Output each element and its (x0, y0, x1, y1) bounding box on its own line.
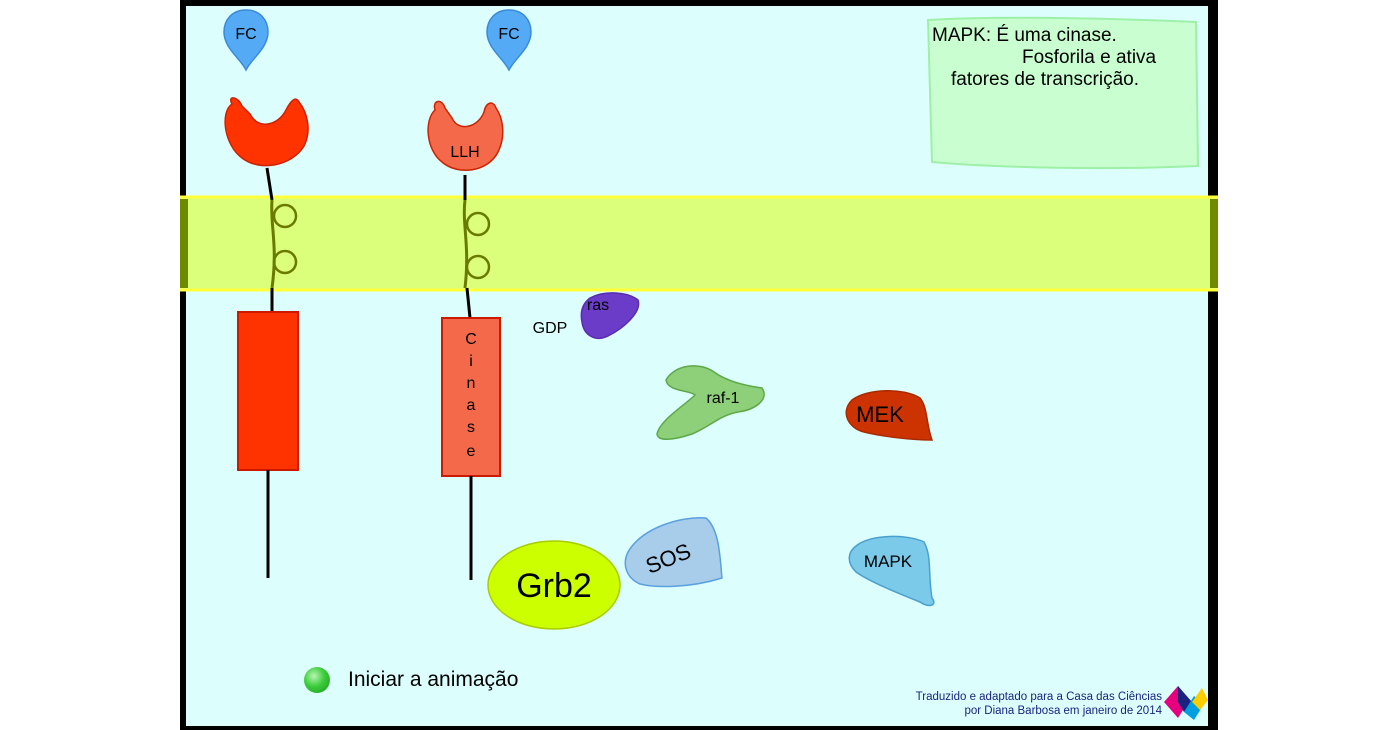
grb2-protein: Grb2 (487, 540, 621, 630)
receptor-right-binding-head (427, 100, 504, 171)
receptor-left-cytoplasmic-domain (237, 311, 299, 471)
gdp-label: GDP (533, 320, 568, 337)
mapk-label: MAPK (864, 552, 913, 571)
ras-shape (580, 292, 640, 340)
mek-shape (845, 390, 934, 441)
grb2-shape (487, 540, 621, 630)
ras-label: ras (587, 297, 609, 314)
signaling-diagram: FC FC LLH C i n a s e (180, 6, 1218, 726)
mapk-protein: MAPK (848, 535, 935, 607)
kinase-letter-1: C (465, 331, 477, 348)
receptor-right-stalk-mid (465, 287, 472, 319)
receptor-left-stalk-top (265, 167, 274, 201)
kinase-letter-3: n (467, 375, 476, 392)
note-line-1: MAPK: É uma cinase. (932, 25, 1117, 46)
sos-shape (624, 517, 723, 588)
receptor-left-transmembrane (270, 199, 276, 289)
kinase-letter-5: s (467, 419, 475, 436)
receptor-right: FC LLH C i n a s e (427, 9, 532, 580)
ligand-right-label: FC (498, 26, 519, 43)
receptor-left-loop-1 (272, 203, 298, 229)
raf1-label: raf-1 (707, 390, 740, 407)
membrane-right-cap (1210, 199, 1218, 288)
mapk-shape (848, 535, 935, 607)
credits-line-1: Traduzido e adaptado para a Casa das Ciê… (915, 691, 1162, 703)
raf1-protein: raf-1 (656, 365, 765, 440)
note-line-3: fatores de transcrição. (951, 69, 1139, 90)
kinase-letter-4: a (467, 397, 476, 414)
receptor-right-head-label: LLH (450, 144, 479, 161)
start-animation-label[interactable]: Iniciar a animação (348, 668, 519, 691)
receptor-right-loop-2 (465, 254, 491, 280)
green-dot-icon[interactable] (304, 667, 330, 693)
credits: Traduzido e adaptado para a Casa das Ciê… (916, 690, 1162, 718)
mapk-note-box (926, 16, 1200, 170)
cell-membrane (180, 197, 1218, 290)
diagram-stage: FC FC LLH C i n a s e (180, 0, 1218, 730)
mapk-note: MAPK: É uma cinase. Fosforila e ativa fa… (932, 25, 1192, 91)
note-line-2: Fosforila e ativa (1022, 47, 1157, 68)
ligand-left-label: FC (235, 26, 256, 43)
membrane-left-cap (180, 199, 188, 288)
receptor-right-loop-1 (465, 211, 491, 237)
casa-das-ciencias-logo (1164, 686, 1208, 720)
receptor-right-kinase-domain (441, 317, 501, 477)
receptor-left-binding-head (224, 97, 309, 167)
ligand-left (223, 9, 269, 72)
receptor-right-transmembrane (462, 199, 469, 289)
mek-label: MEK (856, 402, 904, 427)
grb2-label: Grb2 (516, 567, 592, 605)
receptor-left: FC (223, 9, 309, 578)
start-animation-button[interactable]: Iniciar a animação (304, 665, 518, 695)
raf1-shape (656, 365, 765, 440)
ras-protein: ras GDP (533, 292, 640, 340)
mek-protein: MEK (845, 390, 934, 441)
sos-protein: SOS (624, 517, 723, 588)
receptor-left-loop-2 (272, 249, 298, 275)
credits-line-2: por Diana Barbosa em janeiro de 2014 (964, 705, 1162, 717)
ligand-right (486, 9, 532, 72)
kinase-letter-6: e (467, 443, 476, 460)
kinase-letter-2: i (469, 353, 473, 370)
